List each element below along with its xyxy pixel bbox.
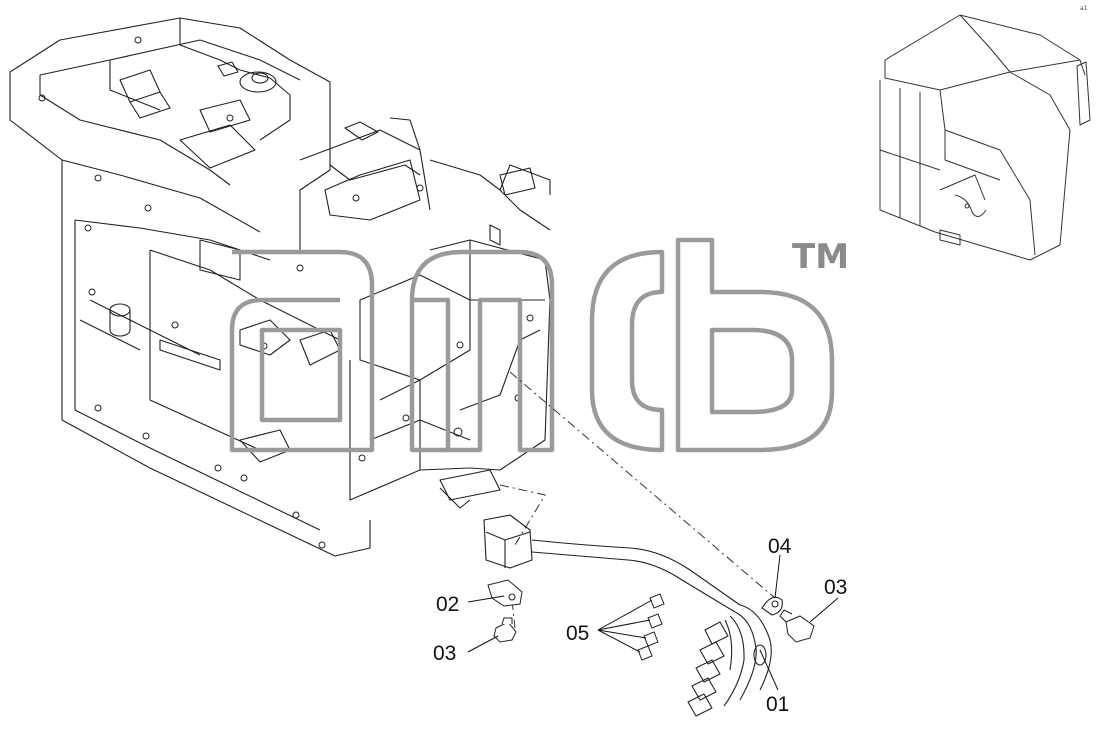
callout-04: 04 — [768, 535, 792, 558]
callout-01: 01 — [766, 693, 789, 716]
callout-02: 02 — [436, 593, 459, 616]
mounting-holes — [38, 36, 534, 549]
callout-05: 05 — [566, 622, 589, 645]
callout-03-left: 03 — [433, 642, 456, 665]
leader-lines — [467, 554, 839, 691]
console-frame — [9, 17, 551, 557]
wire-harness — [483, 514, 783, 717]
clips — [637, 593, 665, 661]
bolts — [493, 609, 815, 643]
corner-mark: a1 — [1080, 5, 1088, 12]
harness-connector — [483, 514, 533, 569]
bolt-left — [493, 621, 517, 643]
watermark-trademark: TM — [792, 237, 849, 277]
machine-inset — [879, 14, 1091, 261]
callout-03-right: 03 — [824, 576, 847, 599]
bracket — [487, 579, 523, 607]
watermark-logo — [229, 237, 835, 453]
bolt-right — [785, 615, 815, 643]
